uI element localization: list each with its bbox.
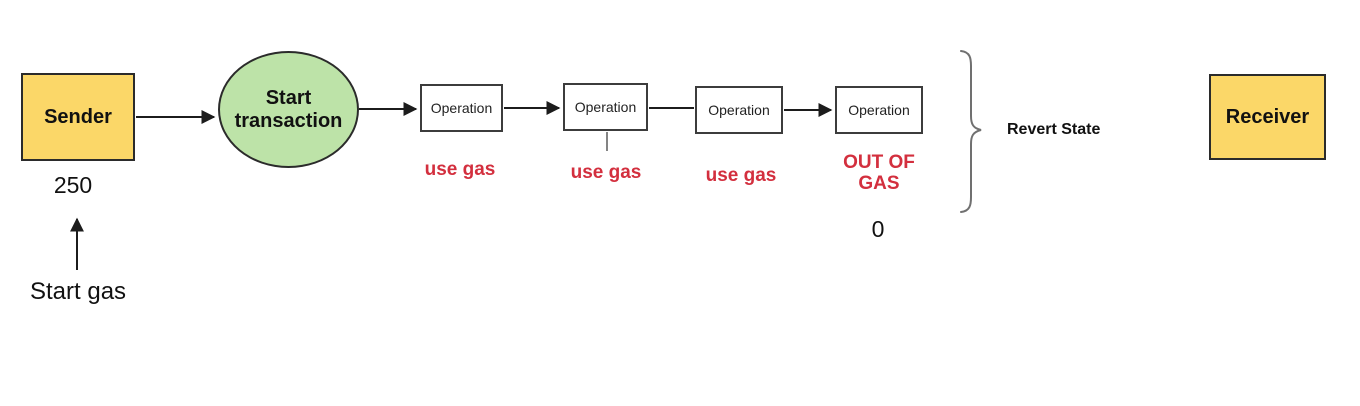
receiver-node: Receiver <box>1209 74 1326 160</box>
start-transaction-label: Start transaction <box>234 86 343 132</box>
use-gas-label-2: use gas <box>570 162 642 183</box>
operation-node-2: Operation <box>563 83 648 131</box>
operation-1-label: Operation <box>430 100 493 116</box>
start-transaction-node: Start transaction <box>218 51 359 168</box>
operation-3-label: Operation <box>708 102 770 118</box>
sender-label: Sender <box>44 105 112 128</box>
revert-state-brace <box>960 50 982 213</box>
start-gas-caption: Start gas <box>30 278 127 305</box>
out-of-gas-label: OUT OF GAS <box>843 152 915 194</box>
operation-2-label: Operation <box>574 99 637 115</box>
start-gas-value: 250 <box>53 172 93 198</box>
operation-4-label: Operation <box>848 102 910 118</box>
remaining-gas-value: 0 <box>871 216 885 242</box>
use-gas-label-3: use gas <box>705 165 777 186</box>
use-gas-label-1: use gas <box>424 159 496 180</box>
receiver-label: Receiver <box>1225 105 1310 128</box>
operation-node-4: Operation <box>835 86 923 134</box>
operation-node-1: Operation <box>420 84 503 132</box>
operation-node-3: Operation <box>695 86 783 134</box>
sender-node: Sender <box>21 73 135 161</box>
revert-state-label: Revert State <box>1007 121 1101 138</box>
